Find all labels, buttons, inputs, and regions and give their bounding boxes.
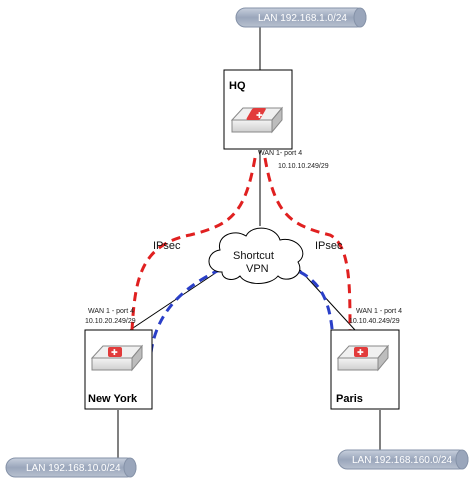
ny-lan-segment: LAN 192.168.10.0/24 [5,457,137,478]
paris-site: ✚ Paris [330,329,400,410]
paris-lan-segment: LAN 192.168.160.0/24 [337,449,469,470]
paris-wan-ip: 10.10.40.249/29 [349,318,400,325]
hq-wan-port: WAN 1- port 4 [258,150,302,157]
cloud-ny-link [129,269,221,331]
paris-wan-port: WAN 1 - port 4 [356,308,402,315]
hq-lan-segment: LAN 192.168.1.0/24 [235,7,367,28]
svg-text:✚: ✚ [256,111,263,120]
hq-lan-label: LAN 192.168.1.0/24 [258,13,347,24]
hq-site-label: HQ [229,80,246,92]
ipsec-label-left: IPsec [153,240,181,252]
ny-wan-ip: 10.10.20.249/29 [85,318,136,325]
hq-firewall-icon: ✚ [230,106,284,134]
new-york-site: ✚ New York [84,329,153,410]
paris-lan-label: LAN 192.168.160.0/24 [352,455,453,466]
ny-site-label: New York [88,393,138,405]
cloud-paris-link [299,269,356,331]
ny-firewall-icon: ✚ [90,344,144,372]
paris-firewall-icon: ✚ [336,344,390,372]
shortcut-vpn-cloud: Shortcut VPN [208,227,304,284]
ipsec-label-right: IPsec [315,240,343,252]
hq-wan-ip: 10.10.10.249/29 [278,163,329,170]
cloud-label-line1: Shortcut [233,250,274,262]
ny-lan-label: LAN 192.168.10.0/24 [26,463,121,474]
ny-wan-port: WAN 1 - port 4 [88,308,134,315]
svg-text:✚: ✚ [111,348,118,357]
ipsec-tunnel-left [130,157,257,331]
cloud-label-line2: VPN [246,263,269,275]
svg-text:✚: ✚ [357,348,364,357]
ipsec-tunnel-right [263,157,352,331]
hq-site: HQ ✚ [223,69,293,150]
paris-site-label: Paris [336,393,363,405]
